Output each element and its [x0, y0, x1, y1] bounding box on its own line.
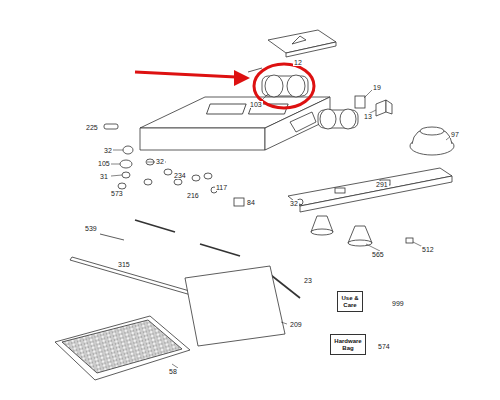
callout-number: 225 [85, 124, 99, 131]
callout-number: 58 [168, 368, 178, 375]
box-text: Hardware Bag [334, 338, 362, 351]
box-text: Use & Care [341, 295, 359, 308]
callout-number: 539 [84, 225, 98, 232]
callout-number: 23 [303, 277, 313, 284]
manual-booklet: Use & Care [337, 291, 363, 312]
callout-number: 103 [249, 101, 263, 108]
callout-number: 117 [215, 184, 228, 191]
callout-number: 216 [186, 192, 200, 199]
callout-number: 573 [110, 190, 124, 197]
callout-number: 234 [173, 172, 187, 179]
callout-number: 84 [246, 199, 256, 206]
callout-number: 13 [363, 113, 373, 120]
callout-number: 19 [372, 84, 382, 91]
callout-number: 105 [97, 160, 111, 167]
callout-number: 97 [450, 131, 460, 138]
callout-number: 999 [391, 300, 405, 307]
callout-number: 315 [117, 261, 131, 268]
callout-number: 32 [289, 200, 299, 207]
hardware-bag: Hardware Bag [330, 334, 366, 355]
callout-number: 32 [155, 158, 165, 165]
callout-number: 565 [371, 251, 385, 258]
callout-number: 31 [99, 173, 109, 180]
callout-number: 512 [421, 246, 435, 253]
callout-number: 291 [375, 181, 389, 188]
callout-number: 209 [289, 321, 303, 328]
callout-number: 12 [293, 59, 303, 66]
callout-number: 574 [377, 343, 391, 350]
callout-number: 32 [103, 147, 113, 154]
